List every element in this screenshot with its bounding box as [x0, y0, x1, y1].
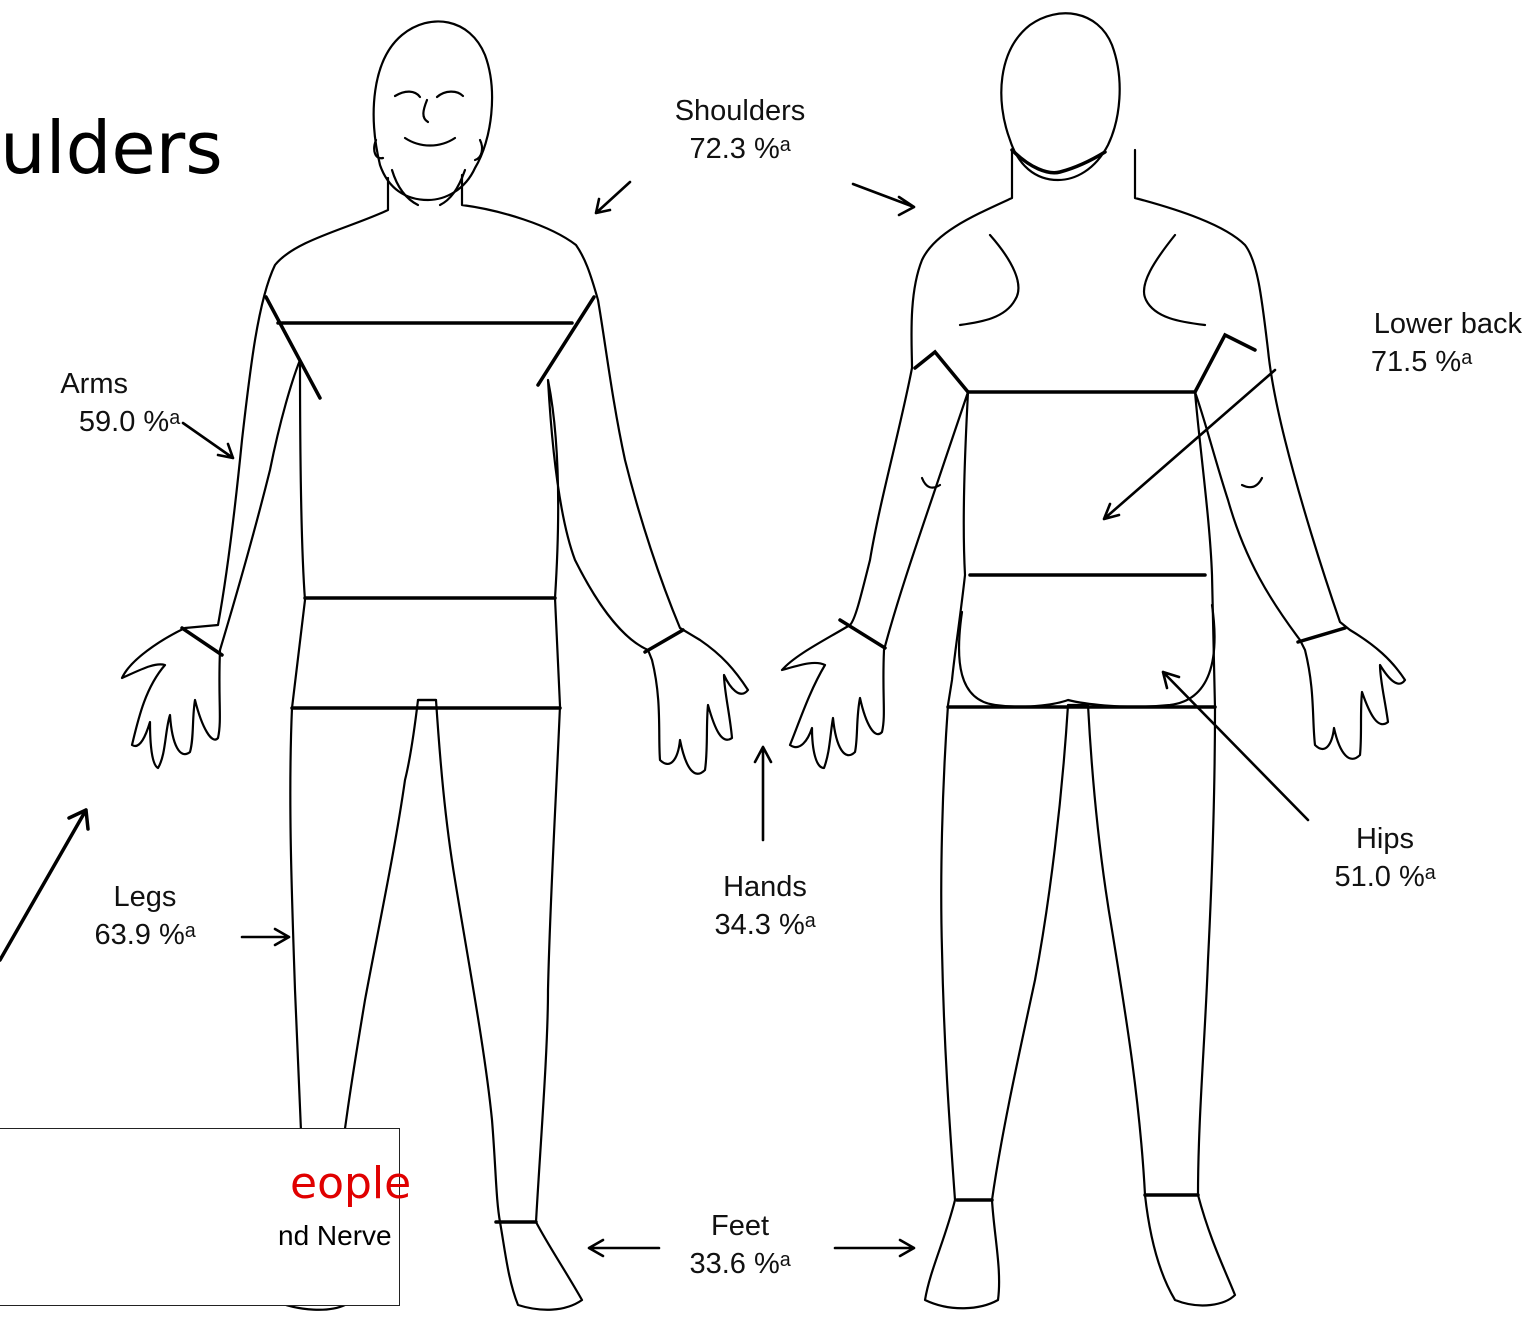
slide-title-fragment: ulders [0, 112, 223, 184]
arrow-legs [242, 929, 289, 945]
arrow-shoulders-front [596, 182, 630, 213]
label-arms: Arms 59.0 %ᵃ [0, 365, 180, 441]
label-feet-value: 33.6 %ᵃ [665, 1245, 815, 1283]
label-legs-value: 63.9 %ᵃ [60, 916, 230, 954]
label-hands: Hands 34.3 %ᵃ [680, 868, 850, 944]
caption-black-fragment: nd Nerve [278, 1220, 392, 1252]
caption-red-fragment: eople [290, 1158, 411, 1209]
label-shoulders-name: Shoulders [640, 92, 840, 130]
arrows [0, 182, 1308, 1256]
label-legs-name: Legs [60, 878, 230, 916]
label-lower-back-value: 71.5 %ᵃ [1290, 343, 1529, 381]
label-hips-value: 51.0 %ᵃ [1310, 858, 1460, 896]
label-hips-name: Hips [1310, 820, 1460, 858]
label-hands-name: Hands [680, 868, 850, 906]
arrow-feet-back [835, 1240, 914, 1256]
label-legs: Legs 63.9 %ᵃ [60, 878, 230, 954]
label-shoulders: Shoulders 72.3 %ᵃ [640, 92, 840, 168]
label-hips: Hips 51.0 %ᵃ [1310, 820, 1460, 896]
label-lower-back: Lower back 71.5 %ᵃ [1290, 305, 1529, 381]
arrow-hands [755, 747, 771, 840]
back-figure [782, 13, 1405, 1308]
arrow-hips [1163, 672, 1308, 820]
label-arms-value: 59.0 %ᵃ [0, 403, 180, 441]
front-figure [122, 21, 748, 1309]
arrow-arms [183, 423, 233, 458]
caption-box [0, 1128, 400, 1306]
arrow-feet-front [589, 1240, 659, 1256]
arrow-shoulders-back [853, 184, 914, 215]
label-hands-value: 34.3 %ᵃ [680, 906, 850, 944]
label-feet-name: Feet [665, 1207, 815, 1245]
label-feet: Feet 33.6 %ᵃ [665, 1207, 815, 1283]
label-shoulders-value: 72.3 %ᵃ [640, 130, 840, 168]
label-arms-name: Arms [0, 365, 180, 403]
label-lower-back-name: Lower back [1290, 305, 1529, 343]
